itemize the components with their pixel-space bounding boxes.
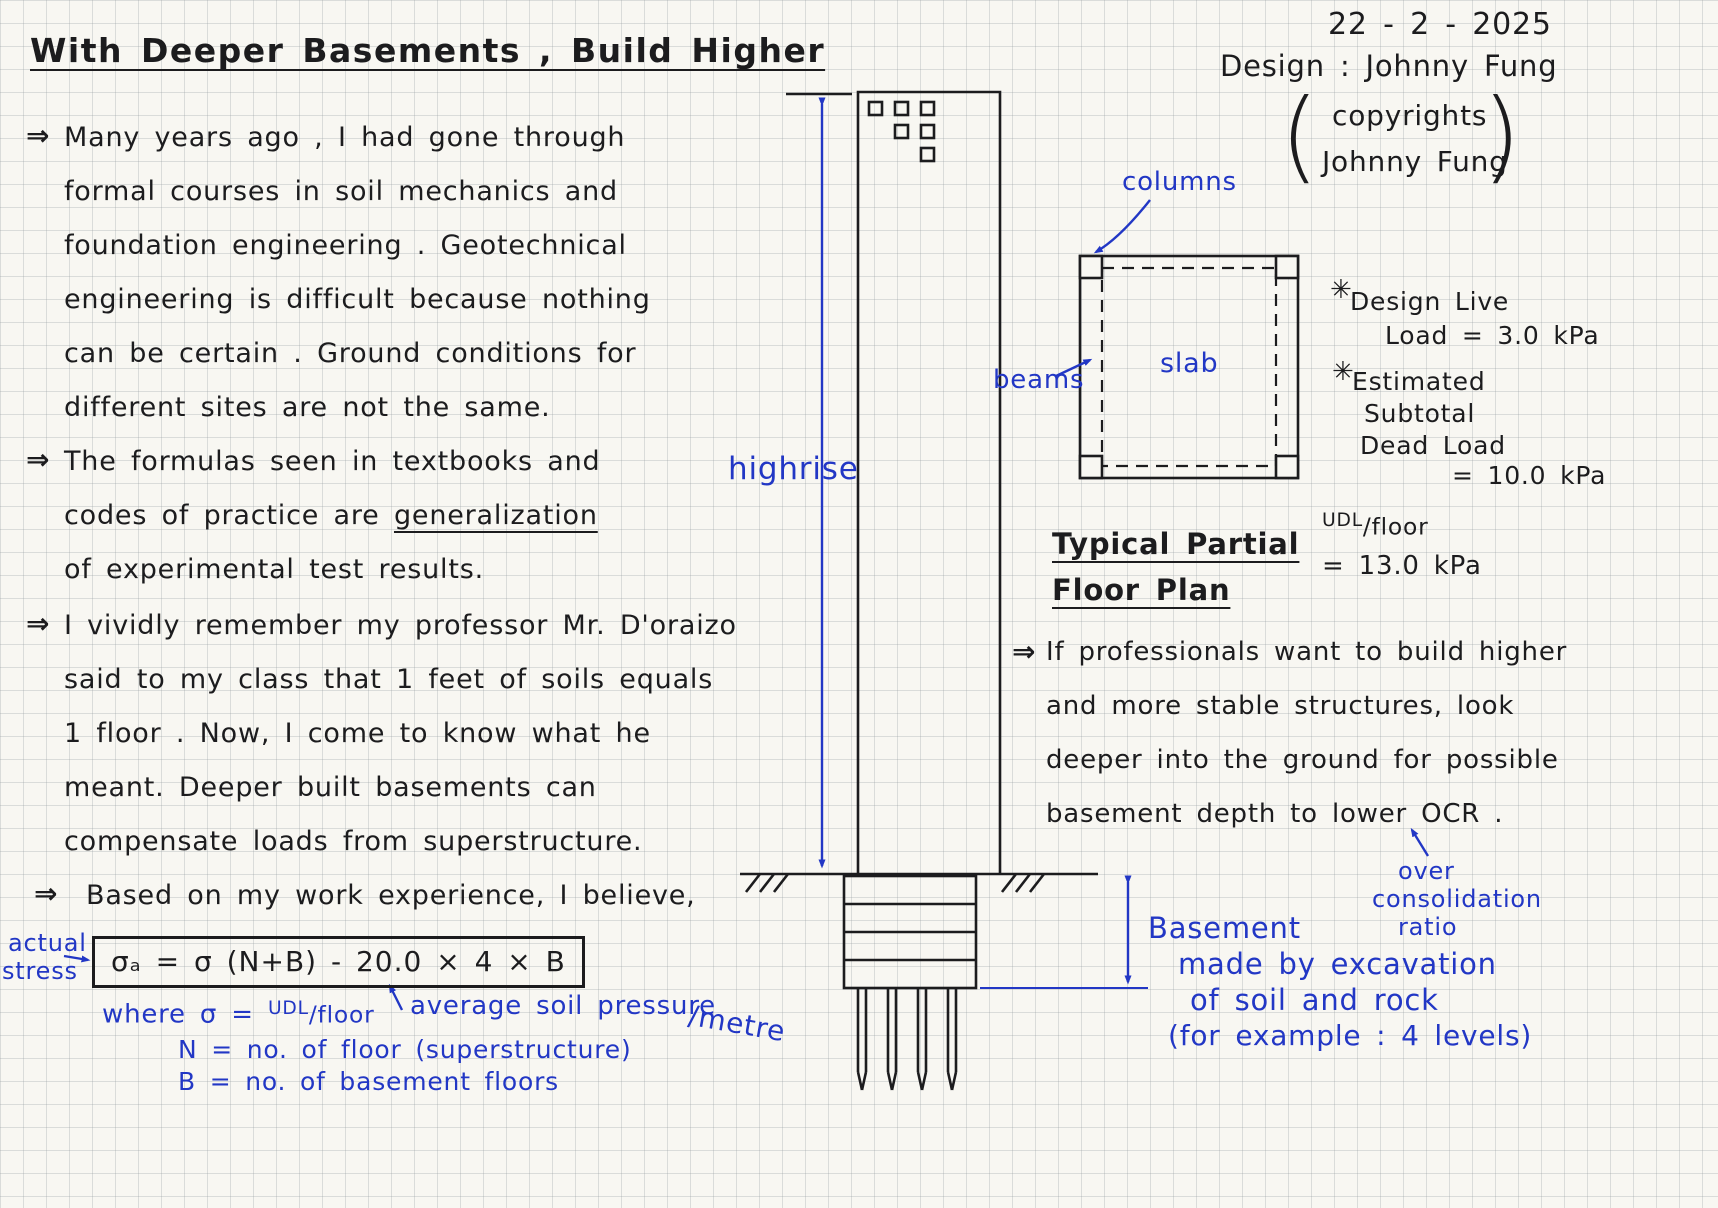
date: 22 - 2 - 2025 [1328, 7, 1552, 42]
beams-label: beams [993, 365, 1085, 395]
basement-note-line: of soil and rock [1190, 983, 1439, 1017]
note-line: codes of practice are generalization [64, 500, 598, 531]
copyright-line-2: Johnny Fung [1322, 145, 1508, 178]
basement-note-line: Basement [1148, 911, 1301, 945]
bullet-arrow-icon: ⇒ [26, 443, 51, 476]
note-line: compensate loads from superstructure. [64, 826, 643, 857]
annotation-arrows [63, 97, 1430, 1011]
actual-stress-label: stress [2, 957, 78, 985]
note-line: can be certain . Ground conditions for [64, 338, 637, 369]
where-sigma-definition: where σ = UDL/floor [102, 998, 375, 1030]
bullet-arrow-icon: ⇒ [1012, 635, 1037, 668]
plan-caption-line: Floor Plan [1052, 573, 1231, 607]
highrise-building-drawing [740, 90, 1098, 1091]
highrise-label: highrise [728, 451, 859, 487]
note-line: I vividly remember my professor Mr. D'or… [64, 610, 737, 641]
basement-note-line: (for example : 4 levels) [1168, 1019, 1533, 1052]
note-line: engineering is difficult because nothing [64, 284, 651, 315]
udl-denominator: /floor [1362, 512, 1429, 541]
dead-load-line: = 10.0 kPa [1452, 461, 1607, 490]
asterisk-icon: ✳ [1332, 357, 1355, 387]
bullet-arrow-icon: ⇒ [34, 877, 59, 910]
copyright-line-1: copyrights [1332, 99, 1488, 132]
ocr-expansion-line: ratio [1398, 913, 1458, 941]
bullet-arrow-icon: ⇒ [26, 119, 51, 152]
plan-caption-line: Typical Partial [1052, 527, 1300, 561]
slab-label: slab [1160, 348, 1219, 379]
ocr-expansion-line: consolidation [1372, 885, 1542, 913]
note-line: different sites are not the same. [64, 392, 551, 423]
note-line: said to my class that 1 feet of soils eq… [64, 664, 714, 695]
columns-arrow [1093, 199, 1151, 254]
n-definition: N = no. of floor (superstructure) [178, 1035, 632, 1064]
note-line: If professionals want to build higher [1046, 637, 1568, 667]
where-prefix: where σ = [102, 999, 254, 1030]
note-line: deeper into the ground for possible [1046, 745, 1559, 775]
note-line: formal courses in soil mechanics and [64, 176, 618, 207]
copyright-paren-open: ( [1280, 77, 1320, 194]
live-load-line: Load = 3.0 kPa [1385, 321, 1600, 350]
dead-load-line: Dead Load [1360, 431, 1506, 460]
beams-arrow [1055, 358, 1093, 378]
asterisk-icon: ✳ [1330, 275, 1353, 305]
udl-denominator: /floor [308, 1000, 375, 1029]
actual-stress-arrow [63, 954, 91, 963]
live-load-line: Design Live [1350, 287, 1510, 316]
note-line: foundation engineering . Geotechnical [64, 230, 627, 261]
udl-numerator: UDL [1322, 510, 1363, 531]
basement-note-line: made by excavation [1178, 947, 1497, 981]
actual-stress-label: actual [8, 929, 87, 957]
note-line: meant. Deeper built basements can [64, 772, 597, 803]
ocr-expansion-line: over [1398, 857, 1455, 885]
udl-value: = 13.0 kPa [1322, 551, 1482, 581]
underlined-word: generalization [393, 500, 598, 531]
bullet-arrow-icon: ⇒ [26, 607, 51, 640]
note-line: Based on my work experience, I believe, [86, 880, 696, 911]
stress-formula: σₐ = σ (N+B) - 20.0 × 4 × B [92, 936, 585, 989]
note-line: The formulas seen in textbooks and [64, 446, 601, 477]
udl-numerator: UDL [267, 998, 309, 1019]
note-line-text: codes of practice are [64, 500, 394, 531]
avg-pressure-arrow [388, 983, 404, 1011]
piles [856, 988, 958, 1091]
dead-load-line: Estimated [1352, 367, 1486, 396]
note-line: and more stable structures, look [1046, 691, 1515, 721]
page-title: With Deeper Basements , Build Higher [30, 31, 826, 70]
dead-load-line: Subtotal [1364, 399, 1476, 428]
udl-per-floor: UDL/floor [1322, 510, 1429, 542]
note-line: of experimental test results. [64, 554, 484, 585]
columns-label: columns [1122, 167, 1237, 197]
design-credit: Design : Johnny Fung [1220, 49, 1558, 83]
b-definition: B = no. of basement floors [178, 1067, 559, 1096]
ocr-arrow [1410, 827, 1430, 857]
floor-plan-drawing [1078, 254, 1300, 480]
note-line: 1 floor . Now, I come to know what he [64, 718, 651, 749]
note-line: Many years ago , I had gone through [64, 122, 626, 153]
note-line: basement depth to lower OCR . [1046, 799, 1504, 829]
copyright-paren-close: ) [1482, 77, 1522, 194]
avg-soil-pressure-label: average soil pressure [410, 991, 716, 1021]
